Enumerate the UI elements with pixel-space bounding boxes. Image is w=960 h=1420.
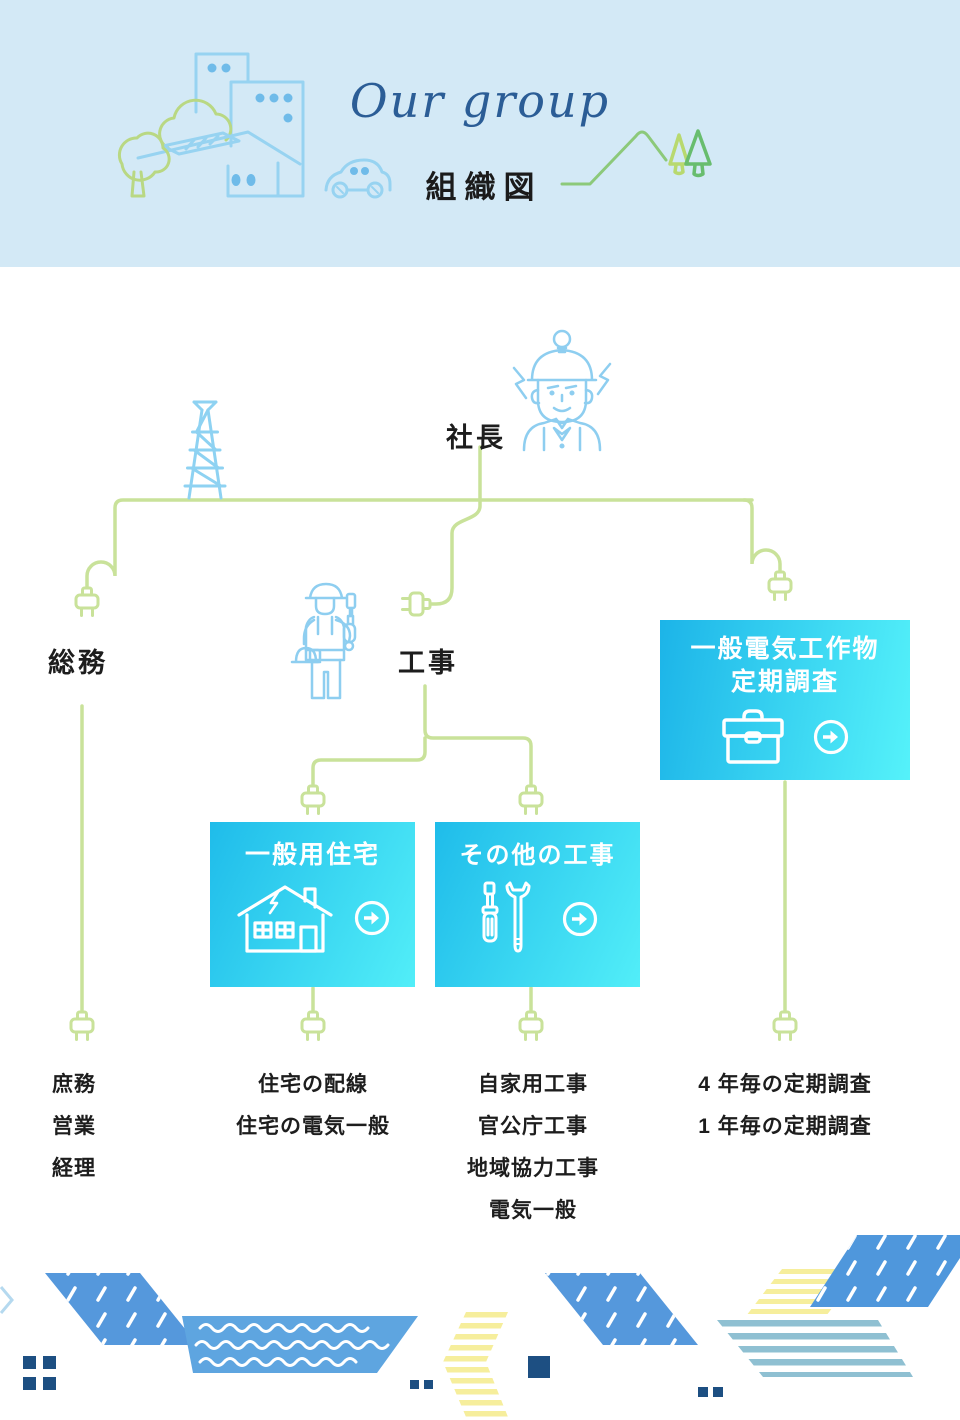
card-icons <box>210 881 415 955</box>
list-item: 地域協力工事 <box>467 1157 599 1180</box>
arrow-right-circle-icon <box>813 719 849 755</box>
section-subtitle-script: Our group <box>349 74 611 128</box>
list-item: 官公庁工事 <box>478 1115 588 1138</box>
page-title: 組織図 <box>425 170 543 205</box>
deco-yellow-chevron <box>443 1312 508 1417</box>
lightning-icon <box>596 362 612 396</box>
card-title: 一般電気工作物 定期調査 <box>660 620 910 699</box>
plug-icon <box>518 1010 544 1041</box>
car-icon <box>324 158 392 199</box>
list-jutaku: 住宅の配線 住宅の電気一般 <box>163 1064 463 1148</box>
buildings-icon <box>194 52 305 198</box>
list-item: 電気一般 <box>489 1199 577 1222</box>
card-icons <box>660 708 910 766</box>
header-banner: Our group 組織図 <box>0 0 960 267</box>
deco-chevron-icon <box>0 1286 14 1314</box>
deco-navy-squares <box>23 1356 723 1397</box>
arrow-right-circle-icon <box>562 901 597 937</box>
cloud-icon <box>158 98 233 150</box>
worker-illustration <box>290 582 357 700</box>
screwdriver-wrench-icon <box>481 881 530 953</box>
plug-icon <box>401 591 432 617</box>
building-windows <box>207 63 293 123</box>
transmission-tower-icon <box>183 400 227 500</box>
card-title: その他の工事 <box>459 842 616 869</box>
list-item: 1 年毎の定期調査 <box>698 1115 872 1138</box>
plug-icon <box>74 586 100 617</box>
deco-blue-parallelogram <box>45 1273 198 1345</box>
deco-blue-parallelogram <box>810 1235 960 1307</box>
plug-icon <box>518 784 544 815</box>
tree-icon <box>668 133 690 176</box>
label-soumu: 総務 <box>48 648 108 678</box>
list-sonota: 自家用工事 官公庁工事 地域協力工事 電気一般 <box>383 1064 683 1232</box>
plug-icon <box>300 784 326 815</box>
plug-icon <box>772 1010 798 1041</box>
list-item: 住宅の配線 <box>258 1073 368 1096</box>
house-icon <box>136 130 302 198</box>
list-item: 経理 <box>52 1157 96 1180</box>
card-title-line2: 定期調査 <box>730 668 839 696</box>
list-item: 4 年毎の定期調査 <box>698 1073 872 1096</box>
car-windows <box>350 167 369 175</box>
list-item: 自家用工事 <box>478 1073 588 1096</box>
label-kouji: 工事 <box>398 648 458 678</box>
plug-icon <box>69 1010 95 1041</box>
president-illustration <box>512 329 612 452</box>
plug-icon <box>300 1010 326 1041</box>
mountain-line <box>560 130 668 186</box>
card-title-line1: 一般電気工作物 <box>690 635 880 663</box>
arrow-right-circle-icon <box>354 900 389 936</box>
card-teiki-chousa[interactable]: 一般電気工作物 定期調査 <box>660 620 910 780</box>
card-title: 一般用住宅 <box>244 841 380 869</box>
list-item: 営業 <box>52 1115 96 1138</box>
lightning-icon <box>512 366 528 400</box>
list-teiki: 4 年毎の定期調査 1 年毎の定期調査 <box>635 1064 935 1148</box>
deco-wave-parallelogram <box>182 1316 418 1373</box>
toolbox-icon <box>722 709 784 764</box>
tree-icon <box>684 129 712 178</box>
footer-decoration <box>0 1235 960 1417</box>
house-windows <box>231 174 256 186</box>
plug-icon <box>767 570 793 601</box>
tree-icon <box>117 131 171 198</box>
deco-steel-stripes <box>717 1320 913 1377</box>
label-president: 社長 <box>446 423 506 453</box>
deco-yellow-stripes <box>743 1269 862 1314</box>
card-sonota-kouji[interactable]: その他の工事 <box>435 822 640 987</box>
mountain-illustration <box>560 129 712 186</box>
connector-wires <box>80 445 787 1014</box>
card-icons <box>435 881 640 957</box>
deco-blue-parallelogram <box>545 1273 698 1345</box>
list-item: 庶務 <box>52 1073 96 1096</box>
card-jutaku[interactable]: 一般用住宅 <box>210 822 415 987</box>
list-soumu: 庶務 営業 経理 <box>52 1064 96 1190</box>
house-lightning-icon <box>236 885 333 953</box>
town-illustration <box>117 52 392 199</box>
list-item: 住宅の電気一般 <box>236 1115 390 1138</box>
